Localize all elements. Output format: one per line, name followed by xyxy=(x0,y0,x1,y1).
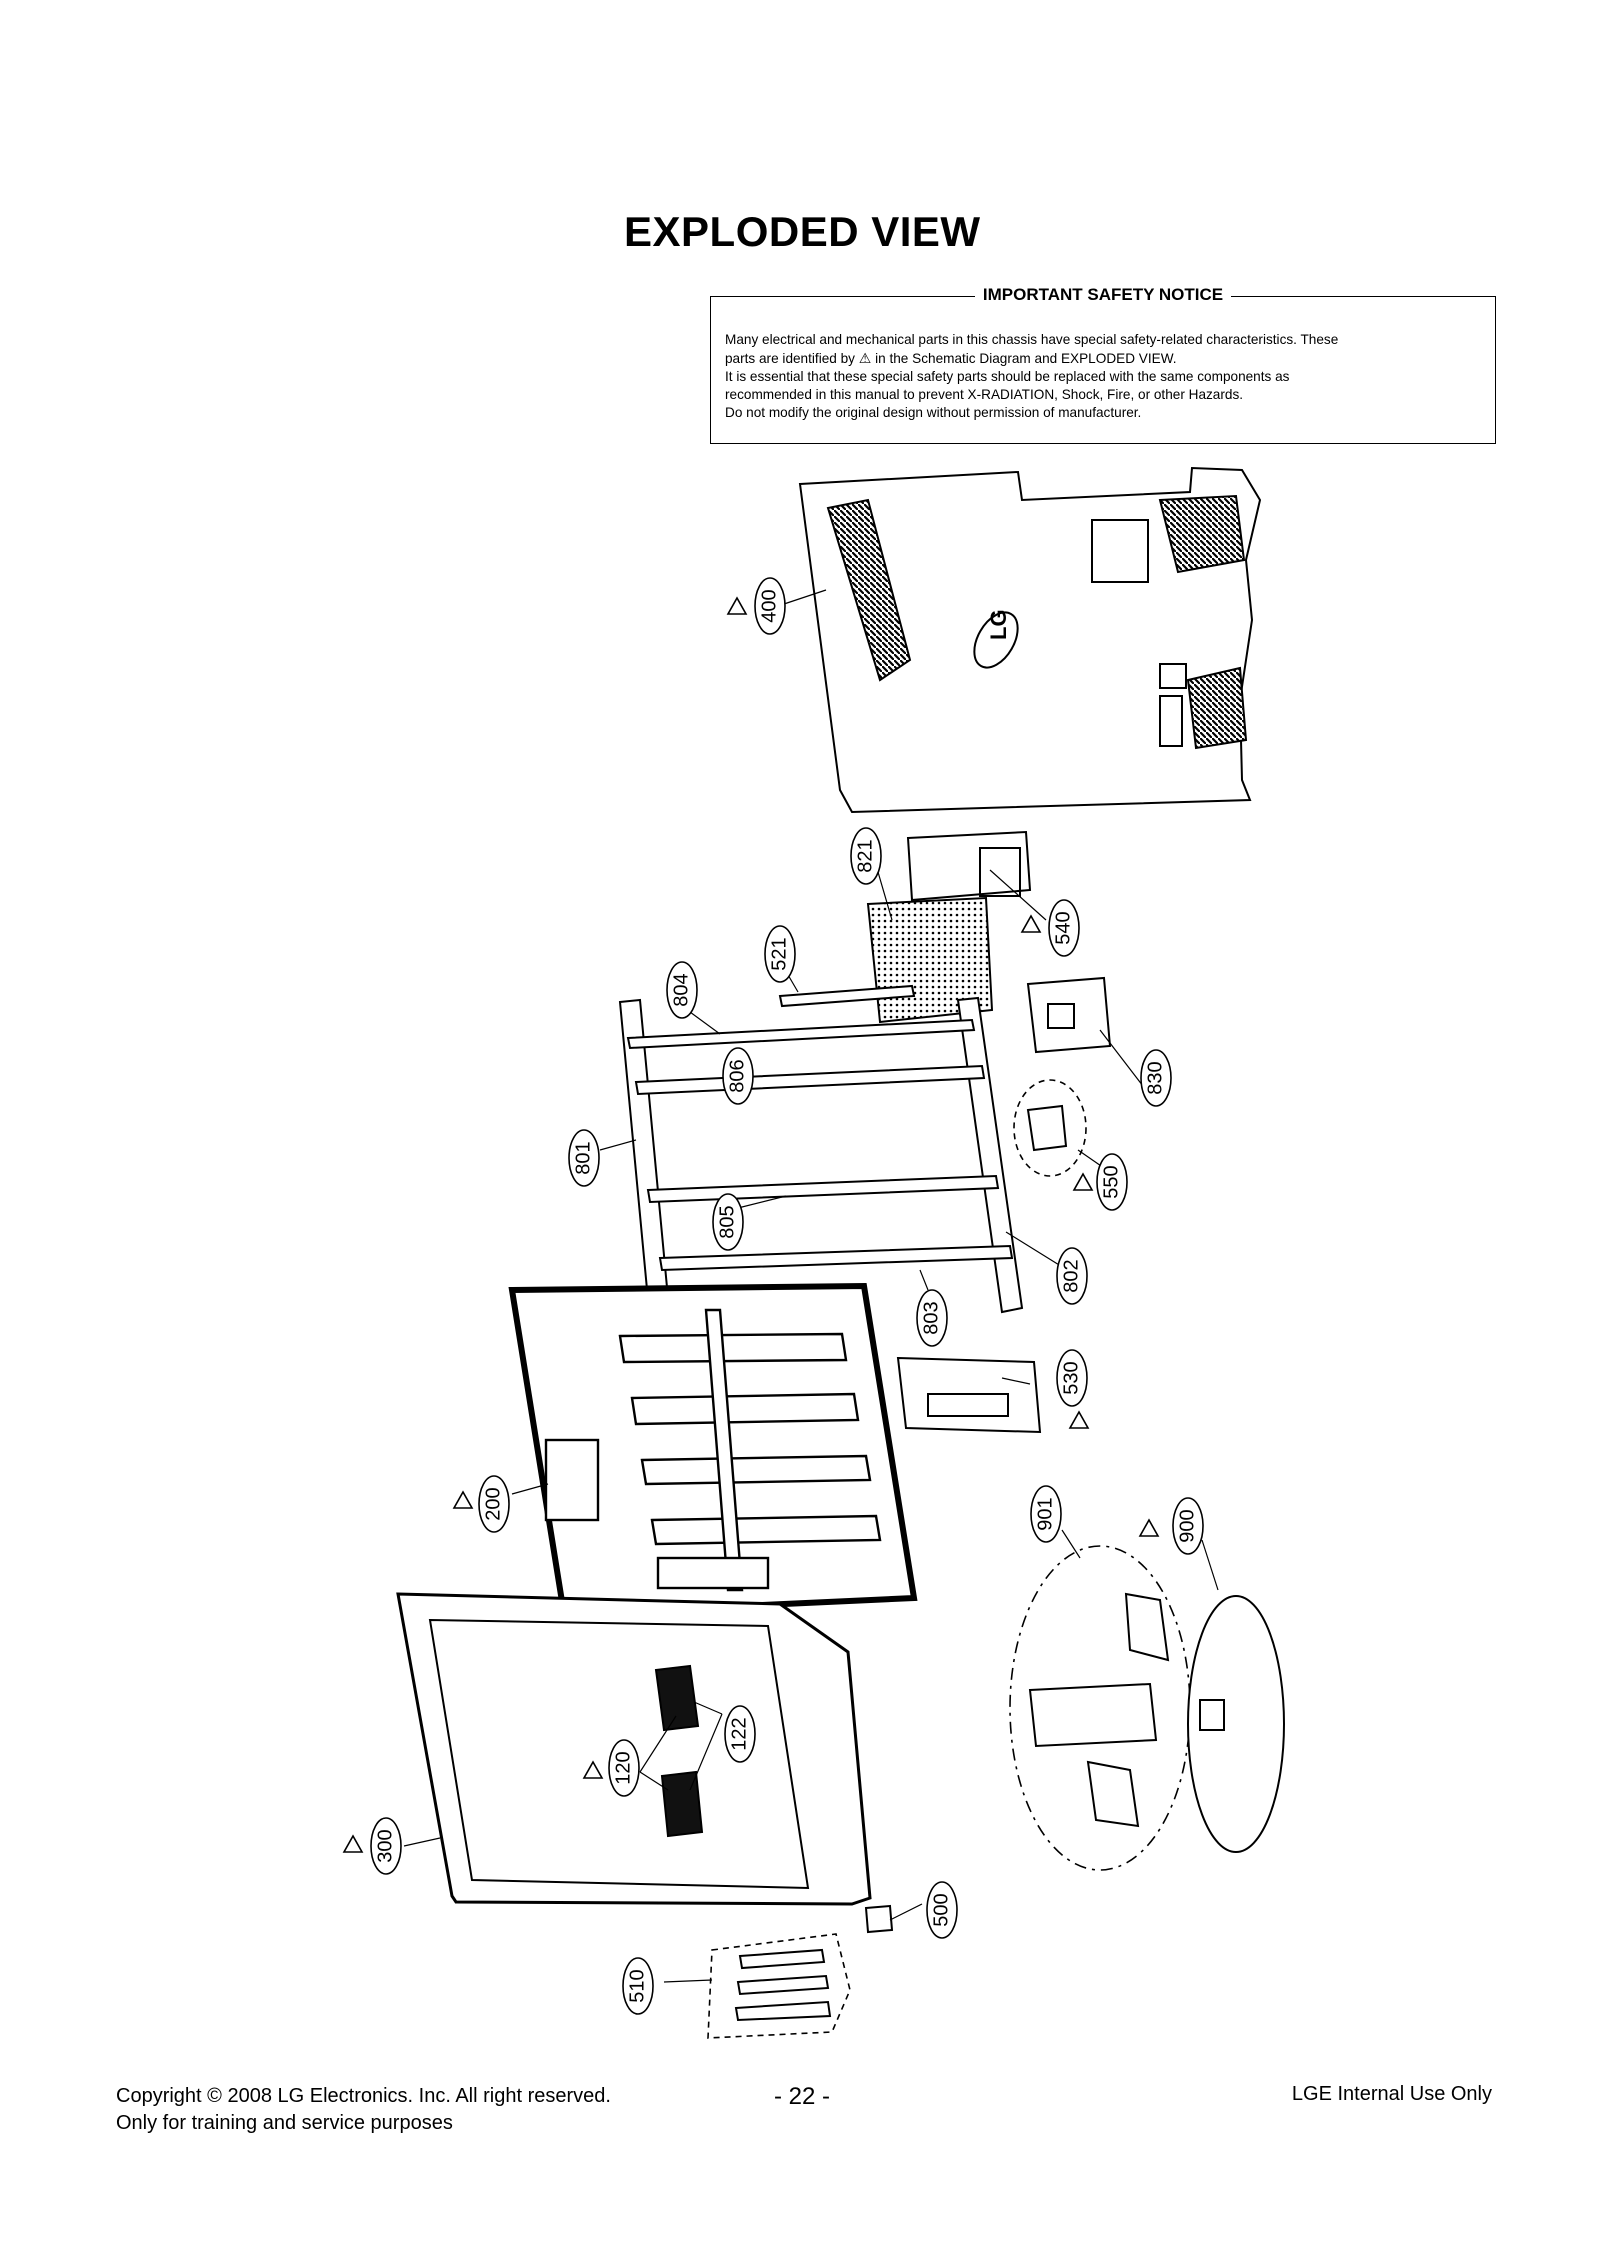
lg-logo: LG xyxy=(986,609,1011,640)
svg-text:804: 804 xyxy=(670,973,692,1006)
svg-text:122: 122 xyxy=(728,1717,750,1750)
svg-text:901: 901 xyxy=(1034,1497,1056,1530)
notice-line-4: recommended in this manual to prevent X-… xyxy=(725,387,1244,402)
callout-804: 804 xyxy=(666,961,698,1019)
svg-text:530: 530 xyxy=(1060,1361,1082,1394)
svg-text:120: 120 xyxy=(612,1751,634,1784)
svg-text:900: 900 xyxy=(1176,1509,1198,1542)
warning-triangle-icon xyxy=(1020,914,1042,933)
internal-use-text: LGE Internal Use Only xyxy=(1291,2083,1492,2105)
svg-text:802: 802 xyxy=(1060,1259,1082,1292)
part-callouts: 400 821 540 521 804 830 806 801 xyxy=(370,577,1204,2015)
notice-line-5: Do not modify the original design withou… xyxy=(725,405,1142,420)
callout-550: 550 xyxy=(1096,1153,1128,1211)
safety-notice-box: IMPORTANT SAFETY NOTICE Many electrical … xyxy=(710,285,1496,444)
warning-triangle-icon xyxy=(582,1760,604,1779)
label-card-part xyxy=(896,1356,1042,1434)
callout-901: 901 xyxy=(1030,1485,1062,1543)
warning-triangle-icon xyxy=(452,1490,474,1509)
notice-line-2b: in the Schematic Diagram and EXPLODED VI… xyxy=(875,351,1177,366)
safety-notice-body: Many electrical and mechanical parts in … xyxy=(725,331,1481,422)
warning-triangle-icon xyxy=(1068,1410,1090,1429)
notice-line-1: Many electrical and mechanical parts in … xyxy=(725,332,1339,347)
copyright-text: Copyright © 2008 LG Electronics. Inc. Al… xyxy=(116,2085,611,2107)
back-cover-part: LG xyxy=(798,466,1262,814)
svg-text:500: 500 xyxy=(930,1893,952,1926)
callout-801: 801 xyxy=(568,1129,600,1187)
warning-triangle-icon xyxy=(1138,1518,1160,1537)
warning-triangle-icon xyxy=(726,596,748,615)
callout-521: 521 xyxy=(764,925,796,983)
warning-triangle-icon xyxy=(342,1834,364,1853)
lcd-module-part xyxy=(508,1282,918,1618)
callout-900: 900 xyxy=(1172,1497,1204,1555)
notice-line-2: parts are identified by ⚠ in the Schemat… xyxy=(725,349,1481,368)
warning-triangle-icon: ⚠ xyxy=(858,350,872,366)
callout-200: 200 xyxy=(478,1475,510,1533)
frame-rails-part xyxy=(618,996,1024,1314)
power-switch-part xyxy=(1013,1079,1087,1177)
warning-triangles xyxy=(342,596,1160,1853)
svg-text:400: 400 xyxy=(758,589,780,622)
control-buttons-part xyxy=(707,1933,851,2039)
svg-text:806: 806 xyxy=(726,1059,748,1092)
callout-802: 802 xyxy=(1056,1247,1088,1305)
footer-left: Copyright © 2008 LG Electronics. Inc. Al… xyxy=(116,2083,611,2137)
callout-500: 500 xyxy=(926,1881,958,1939)
svg-text:540: 540 xyxy=(1052,911,1074,944)
stand-body-part xyxy=(1009,1545,1191,1871)
page-number: - 22 - xyxy=(774,2083,831,2110)
ir-board-part xyxy=(864,1904,894,1934)
svg-text:510: 510 xyxy=(626,1969,648,2002)
callout-805: 805 xyxy=(712,1193,744,1251)
callout-806: 806 xyxy=(722,1047,754,1105)
callout-510: 510 xyxy=(622,1957,654,2015)
callout-300: 300 xyxy=(370,1817,402,1875)
notice-line-3: It is essential that these special safet… xyxy=(725,369,1290,384)
callout-821: 821 xyxy=(850,827,882,885)
callout-120: 120 xyxy=(608,1739,640,1797)
callout-540: 540 xyxy=(1048,899,1080,957)
stand-base-part xyxy=(1187,1595,1285,1853)
callout-400: 400 xyxy=(754,577,786,635)
warning-triangle-icon xyxy=(1072,1172,1094,1191)
svg-text:805: 805 xyxy=(716,1205,738,1238)
callout-803: 803 xyxy=(916,1289,948,1347)
svg-text:803: 803 xyxy=(920,1301,942,1334)
callout-122: 122 xyxy=(724,1705,756,1763)
speaker-part xyxy=(654,1664,704,1838)
bracket-part xyxy=(778,984,916,1008)
notice-line-2a: parts are identified by xyxy=(725,351,855,366)
svg-text:550: 550 xyxy=(1100,1165,1122,1198)
svg-text:521: 521 xyxy=(768,937,790,970)
safety-notice-heading: IMPORTANT SAFETY NOTICE xyxy=(974,285,1232,304)
svg-text:801: 801 xyxy=(572,1141,594,1174)
page-title: EXPLODED VIEW xyxy=(624,208,981,255)
side-bracket-part xyxy=(1026,976,1112,1054)
svg-text:830: 830 xyxy=(1144,1061,1166,1094)
purpose-text: Only for training and service purposes xyxy=(116,2112,453,2134)
svg-text:821: 821 xyxy=(854,839,876,872)
svg-text:200: 200 xyxy=(482,1487,504,1520)
callout-530: 530 xyxy=(1056,1349,1088,1407)
svg-text:300: 300 xyxy=(374,1829,396,1862)
callout-830: 830 xyxy=(1140,1049,1172,1107)
